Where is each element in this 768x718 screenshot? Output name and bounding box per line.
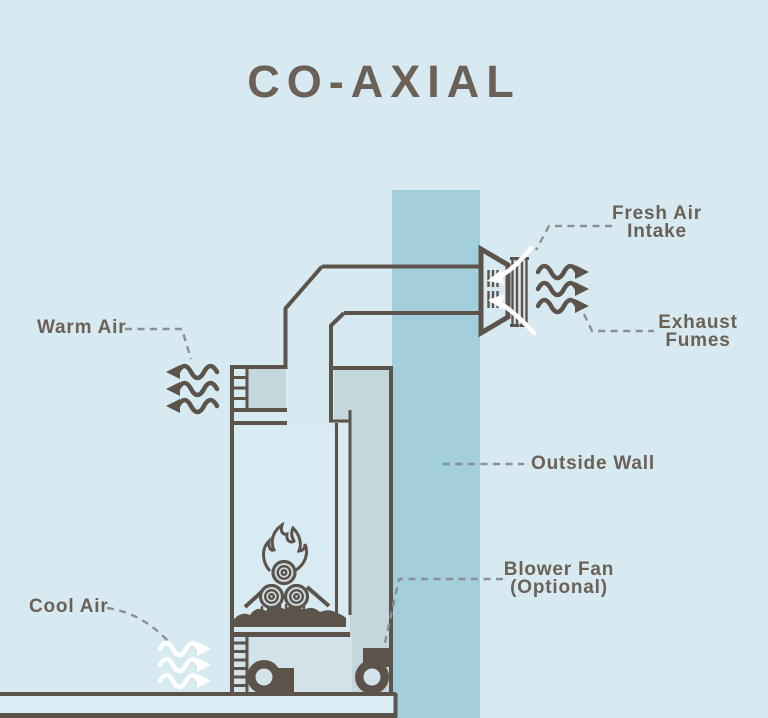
- leader-lines: [106, 224, 654, 648]
- outside-wall: [392, 190, 480, 718]
- log-bottom-left: [258, 583, 285, 610]
- vent-terminal: [478, 244, 529, 338]
- leader-blower-fan: [382, 577, 503, 648]
- exhaust-arrows-icon: [538, 265, 589, 313]
- vent-bars: [511, 259, 528, 325]
- log-bottom-right: [283, 583, 310, 610]
- blower-fan-label-line2: (Optional): [510, 576, 608, 598]
- fresh-air-intake-label-line1: Fresh Air: [612, 203, 702, 224]
- leader-exhaust: [582, 313, 654, 333]
- warm-air-grille: [230, 365, 249, 412]
- log-top: [271, 559, 297, 586]
- cool-air-grille: [230, 635, 249, 693]
- grate-arm-right: [305, 585, 331, 608]
- cool-air-arrows-icon: [160, 642, 211, 688]
- blower-fan-left: [247, 660, 294, 694]
- blower-fan-label: Blower Fan (Optional): [489, 559, 629, 598]
- blower-fan-right: [355, 648, 391, 694]
- co-axial-pipes: [283, 264, 481, 615]
- hearth-slab: [0, 692, 398, 718]
- leader-fresh-air: [534, 224, 612, 251]
- firebox-contents: [234, 521, 346, 627]
- cool-air-label: Cool Air: [29, 596, 109, 617]
- exhaust-fumes-label-line1: Exhaust: [658, 312, 738, 333]
- exhaust-fumes-label-line2: Fumes: [665, 329, 731, 351]
- leader-cool-air: [106, 606, 169, 642]
- fireplace-fills: [234, 367, 391, 693]
- fresh-air-arrows-icon: [487, 245, 537, 336]
- leader-warm-air: [125, 327, 193, 360]
- page-title: CO-AXIAL: [247, 56, 521, 107]
- fresh-air-intake-label-line2: Intake: [627, 220, 687, 242]
- warm-air-label: Warm Air: [37, 317, 127, 338]
- flame-icon: [262, 521, 309, 572]
- warm-air-arrows-icon: [166, 365, 217, 413]
- blower-fan-label-line1: Blower Fan: [503, 559, 615, 580]
- exhaust-fumes-label: Exhaust Fumes: [628, 312, 768, 351]
- outside-wall-label: Outside Wall: [531, 453, 655, 474]
- fresh-air-intake-label: Fresh Air Intake: [587, 203, 727, 242]
